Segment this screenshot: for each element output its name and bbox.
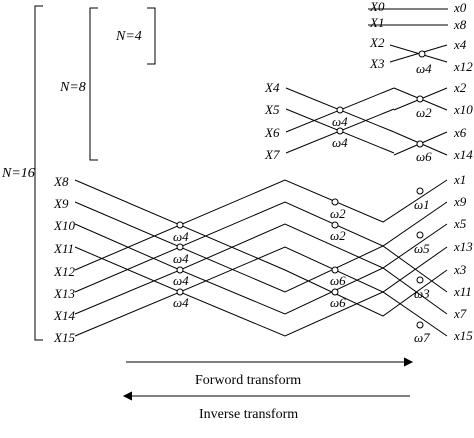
node-n4 (418, 50, 426, 58)
output-label-12: x3 (453, 262, 467, 277)
input-label-9: X9 (53, 196, 69, 211)
output-label-13: x11 (453, 284, 472, 299)
butterfly-nodes (176, 50, 426, 329)
output-label-6: x6 (453, 125, 467, 140)
input-label-7: X7 (264, 147, 280, 162)
twiddle-n16-a: ω4 (173, 229, 189, 244)
output-label-3: x12 (453, 59, 473, 74)
bracket-n16: N=16 (1, 5, 43, 341)
output-labels: x0 x8 x4 x12 x2 x10 x6 x14 x1 x9 x5 x13 … (453, 0, 473, 343)
input-label-4: X4 (264, 80, 280, 95)
node-n16-h (331, 288, 339, 296)
bracket-n8: N=8 (59, 7, 98, 161)
input-label-10: X10 (53, 218, 75, 233)
twiddle-n8-c: ω2 (416, 105, 432, 120)
output-label-15: x15 (453, 328, 473, 343)
output-label-5: x10 (453, 102, 473, 117)
twiddle-n8-b: ω4 (332, 135, 348, 150)
input-label-14: X14 (53, 308, 75, 323)
output-label-9: x9 (453, 194, 467, 209)
input-label-1: X1 (369, 15, 384, 30)
input-label-11: X11 (53, 241, 74, 256)
node-n8-a (336, 106, 344, 114)
twiddle-n16-b: ω4 (173, 251, 189, 266)
twiddle-n16-d: ω4 (173, 295, 189, 310)
stage-n4 (389, 44, 448, 63)
output-label-2: x4 (453, 37, 467, 52)
input-label-3: X3 (369, 56, 385, 71)
node-n16-c (176, 266, 184, 274)
input-label-0: X0 (369, 0, 385, 14)
inverse-arrow: Inverse transform (122, 391, 410, 422)
twiddle-n16-g: ω6 (330, 273, 346, 288)
node-n16-l (416, 321, 424, 329)
input-label-13: X13 (53, 286, 75, 301)
twiddle-n16-i: ω1 (414, 197, 430, 212)
output-label-1: x8 (453, 17, 467, 32)
node-n16-f (331, 221, 339, 229)
output-label-4: x2 (453, 80, 467, 95)
node-n16-e (331, 198, 339, 206)
stage-n2 (368, 8, 448, 26)
node-n16-a (176, 221, 184, 229)
input-label-2: X2 (369, 35, 385, 50)
node-n16-j (416, 231, 424, 239)
twiddle-n16-j: ω5 (414, 241, 430, 256)
output-label-14: x7 (453, 306, 467, 321)
node-n16-g (331, 266, 339, 274)
bracket-n16-label: N=16 (1, 166, 35, 181)
input-label-6: X6 (264, 125, 280, 140)
node-n16-i (416, 187, 424, 195)
forward-arrow: Forword transform (126, 357, 414, 388)
twiddle-n16-k: ω3 (414, 286, 430, 301)
output-label-0: x0 (453, 0, 467, 15)
twiddle-labels: ω4 ω4 ω4 ω2 ω6 ω4 ω4 ω4 ω4 ω2 ω2 ω6 ω6 ω… (173, 61, 432, 345)
input-label-12: X12 (53, 264, 75, 279)
bracket-n4-label: N=4 (115, 29, 142, 44)
node-n16-d (176, 288, 184, 296)
twiddle-n8-d: ω6 (416, 149, 432, 164)
twiddle-n8-a: ω4 (332, 114, 348, 129)
node-n8-c (416, 95, 424, 103)
node-n16-k (416, 276, 424, 284)
twiddle-n16-h: ω6 (330, 295, 346, 310)
stage-n16 (74, 179, 448, 337)
twiddle-n16-c: ω4 (173, 273, 189, 288)
twiddle-n16-e: ω2 (330, 206, 346, 221)
twiddle-n16-l: ω7 (414, 330, 430, 345)
input-label-8: X8 (53, 174, 69, 189)
node-n8-d (416, 140, 424, 148)
output-label-10: x5 (453, 216, 467, 231)
output-label-11: x13 (453, 239, 473, 254)
node-n16-b (176, 243, 184, 251)
bracket-n4: N=4 (115, 7, 156, 65)
inverse-label: Inverse transform (199, 407, 298, 422)
input-label-15: X15 (53, 330, 75, 345)
bracket-n8-label: N=8 (59, 80, 86, 95)
output-label-7: x14 (453, 147, 473, 162)
node-n8-b (336, 127, 344, 135)
input-labels: X0 X1 X2 X3 X4 X5 X6 X7 X8 X9 X10 X11 X1… (53, 0, 385, 345)
forward-label: Forword transform (195, 373, 301, 388)
twiddle-n4: ω4 (416, 61, 432, 76)
twiddle-n16-f: ω2 (330, 228, 346, 243)
output-label-8: x1 (453, 172, 466, 187)
input-label-5: X5 (264, 102, 280, 117)
